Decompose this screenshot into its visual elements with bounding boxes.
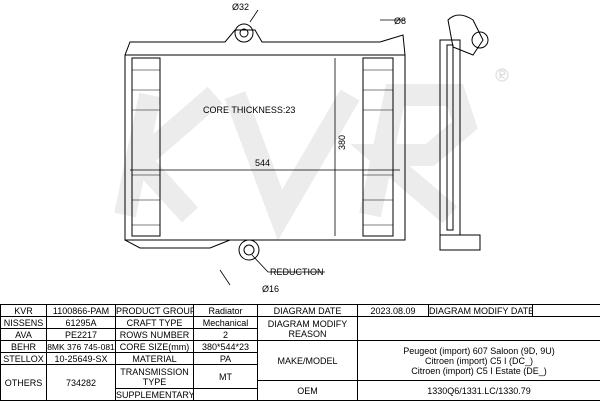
craft-type-value: Mechanical: [193, 316, 258, 329]
dimension-lines: [130, 9, 405, 286]
transmission-value: MT: [193, 364, 258, 389]
modify-reason-label: DIAGRAM MODIFY REASON: [257, 316, 358, 341]
diagram-date-value: 2023.08.09: [357, 304, 429, 317]
registered-mark: [495, 68, 509, 82]
kvr-label: KVR: [0, 304, 47, 317]
ava-label: AVA: [0, 328, 47, 341]
others-value: 734282: [46, 364, 116, 401]
dia-small-label: Ø8: [394, 16, 406, 26]
transmission-label: TRANSMISSION TYPE: [115, 364, 194, 389]
material-label: MATERIAL: [115, 352, 194, 365]
radiator-outline: [124, 14, 489, 261]
nissens-label: NISSENS: [0, 316, 47, 329]
diagram-modify-date-value: [532, 304, 600, 317]
reduction-label: REDUCTION: [270, 267, 324, 277]
width-dimension: 544: [255, 158, 270, 168]
make-model-value: Peugeot (import) 607 Saloon (9D, 9U)Citr…: [357, 340, 600, 381]
nissens-value: 61295A: [46, 316, 116, 329]
oem-value: 1330Q6/1331.LC/1330.79: [357, 380, 600, 401]
rows-number-label: ROWS NUMBER: [115, 328, 194, 341]
material-value: PA: [193, 352, 258, 365]
supplementary-value: [193, 388, 258, 401]
stellox-value: 10-25649-SX: [46, 352, 116, 365]
make-model-line: Citroen (import) C5 I (DC_): [424, 355, 534, 366]
behr-label: BEHR: [0, 340, 47, 353]
fins: [132, 69, 393, 226]
oem-label: OEM: [257, 380, 358, 401]
product-group-label: PRODUCT GROUP: [115, 304, 194, 317]
technical-drawing: Ø32 Ø8 CORE THICKNESS:23 544 380 REDUCTI…: [114, 2, 509, 294]
height-dimension: 380: [337, 135, 347, 150]
core-thickness-label: CORE THICKNESS:23: [203, 105, 295, 115]
kvr-value: 1100866-PAM: [46, 304, 116, 317]
ava-value: PE2217: [46, 328, 116, 341]
core-size-value: 380*544*23: [193, 340, 258, 353]
modify-reason-value: [357, 316, 600, 341]
supplementary-label: SUPPLEMENTARY: [115, 388, 194, 401]
behr-value: 8MK 376 745-081: [46, 340, 116, 353]
make-model-line: Peugeot (import) 607 Saloon (9D, 9U): [403, 345, 555, 356]
others-label: OTHERS: [0, 364, 47, 401]
make-model-line: Citroen (import) C5 I Estate (DE_): [411, 365, 547, 376]
dia-bottom-label: Ø16: [262, 284, 279, 294]
dia-top-label: Ø32: [232, 2, 249, 12]
rows-number-value: 2: [193, 328, 258, 341]
watermark-logo: [114, 84, 478, 241]
product-group-value: Radiator: [193, 304, 258, 317]
diagram-date-label: DIAGRAM DATE: [257, 304, 358, 317]
craft-type-label: CRAFT TYPE: [115, 316, 194, 329]
diagram-modify-date-label: DIAGRAM MODIFY DATE: [428, 304, 533, 317]
core-size-label: CORE SIZE(mm): [115, 340, 194, 353]
make-model-label: MAKE/MODEL: [257, 340, 358, 381]
stellox-label: STELLOX: [0, 352, 47, 365]
